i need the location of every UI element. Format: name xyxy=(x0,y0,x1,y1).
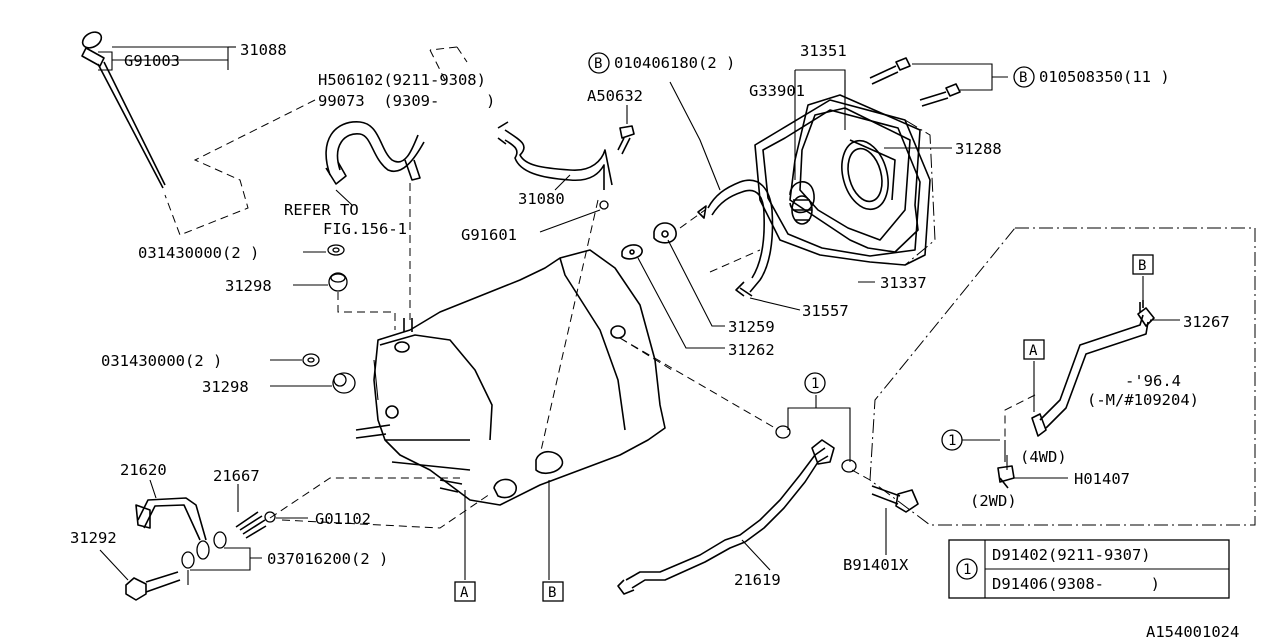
label-g91003: G91003 xyxy=(124,52,180,70)
label-31292: 31292 xyxy=(70,529,117,547)
ref-box-b-bottom xyxy=(542,581,564,602)
label-g91601: G91601 xyxy=(461,226,517,244)
label-109204: (-M/#109204) xyxy=(1087,391,1199,409)
ref-b-text-bottom: B xyxy=(548,585,556,601)
label-031430000-b: 031430000(2 ) xyxy=(101,352,222,370)
ref-b-text-right: B xyxy=(1138,258,1146,274)
bracket-21620 xyxy=(135,497,207,541)
pipe-31080 xyxy=(497,121,613,190)
bolt-31292 xyxy=(125,571,181,601)
pipe-31267 xyxy=(1031,300,1155,437)
label-h01407: H01407 xyxy=(1074,470,1130,488)
label-31080: 31080 xyxy=(518,190,565,208)
label-4wd: (4WD) xyxy=(1020,448,1067,466)
plug-31298-a xyxy=(328,272,348,292)
harness-31557 xyxy=(697,179,774,297)
label-31298-a: 31298 xyxy=(225,277,272,295)
circle-marker-b2 xyxy=(1013,66,1035,88)
ref-box-a-right xyxy=(1023,339,1045,360)
sensor-31259 xyxy=(653,222,677,244)
label-21619: 21619 xyxy=(734,571,781,589)
dipstick-31088 xyxy=(81,31,166,189)
label-31088: 31088 xyxy=(240,41,287,59)
ref-box-b-right xyxy=(1132,254,1154,275)
transmission-case xyxy=(355,249,666,506)
bolt-a50632 xyxy=(617,125,635,155)
ref-box-a-bottom xyxy=(454,581,476,602)
note-table xyxy=(948,539,1230,599)
plug-31298-b xyxy=(332,372,356,394)
circle-b-text-1: B xyxy=(594,56,602,72)
diagram-code: A154001024 xyxy=(1146,623,1239,640)
label-g33901: G33901 xyxy=(749,82,805,100)
label-037016200: 037016200(2 ) xyxy=(267,550,388,568)
spring-21667 xyxy=(235,511,267,539)
circle-1b-text: 1 xyxy=(948,433,956,449)
label-2wd: (2WD) xyxy=(970,492,1017,510)
pipe-21619 xyxy=(617,439,835,595)
label-21667: 21667 xyxy=(213,467,260,485)
label-21620: 21620 xyxy=(120,461,167,479)
label-31288: 31288 xyxy=(955,140,1002,158)
bolt-b010508350-a xyxy=(869,57,911,85)
table-row-1: D91402(9211-9307) xyxy=(992,546,1151,564)
ref-a-text-right: A xyxy=(1029,343,1038,359)
label-99073: 99073 (9309- ) xyxy=(318,92,495,110)
circle-marker-b1 xyxy=(588,52,610,74)
fitting-h01407 xyxy=(997,465,1015,489)
seal-g33901 xyxy=(789,181,815,225)
hose-h506102 xyxy=(325,121,425,185)
label-010508350: 010508350(11 ) xyxy=(1039,68,1170,86)
ref-a-text-bottom: A xyxy=(460,585,469,601)
gasket-31337 xyxy=(754,99,931,266)
bolt-b010508350-b xyxy=(919,83,961,107)
label-31351: 31351 xyxy=(800,42,847,60)
gasket-031430000-a xyxy=(327,244,345,256)
label-031430000-a: 031430000(2 ) xyxy=(138,244,259,262)
label-b91401x: B91401X xyxy=(843,556,909,574)
label-fig: FIG.156-1 xyxy=(323,220,407,238)
circle-b-text-2: B xyxy=(1019,70,1027,86)
label-h506102: H506102(9211-9308) xyxy=(318,71,486,89)
label-31337: 31337 xyxy=(880,274,927,292)
table-row-2: D91406(9308- ) xyxy=(992,575,1160,593)
gasket-31262 xyxy=(621,244,643,260)
label-31267: 31267 xyxy=(1183,313,1230,331)
label-a50632: A50632 xyxy=(587,87,643,105)
table-key: 1 xyxy=(963,562,971,578)
bolt-b91401x xyxy=(871,485,919,513)
label-010406180: 010406180(2 ) xyxy=(614,54,735,72)
circle-marker-1 xyxy=(804,372,826,394)
circle-1-text: 1 xyxy=(811,376,819,392)
label-refer-to: REFER TO xyxy=(284,201,359,219)
label-31259: 31259 xyxy=(728,318,775,336)
label-31557: 31557 xyxy=(802,302,849,320)
label-31262: 31262 xyxy=(728,341,775,359)
circle-marker-1b xyxy=(941,429,963,451)
label-g01102: G01102 xyxy=(315,510,371,528)
gasket-031430000-b xyxy=(302,353,320,367)
label-31298-b: 31298 xyxy=(202,378,249,396)
label-96-4: -'96.4 xyxy=(1125,372,1181,390)
